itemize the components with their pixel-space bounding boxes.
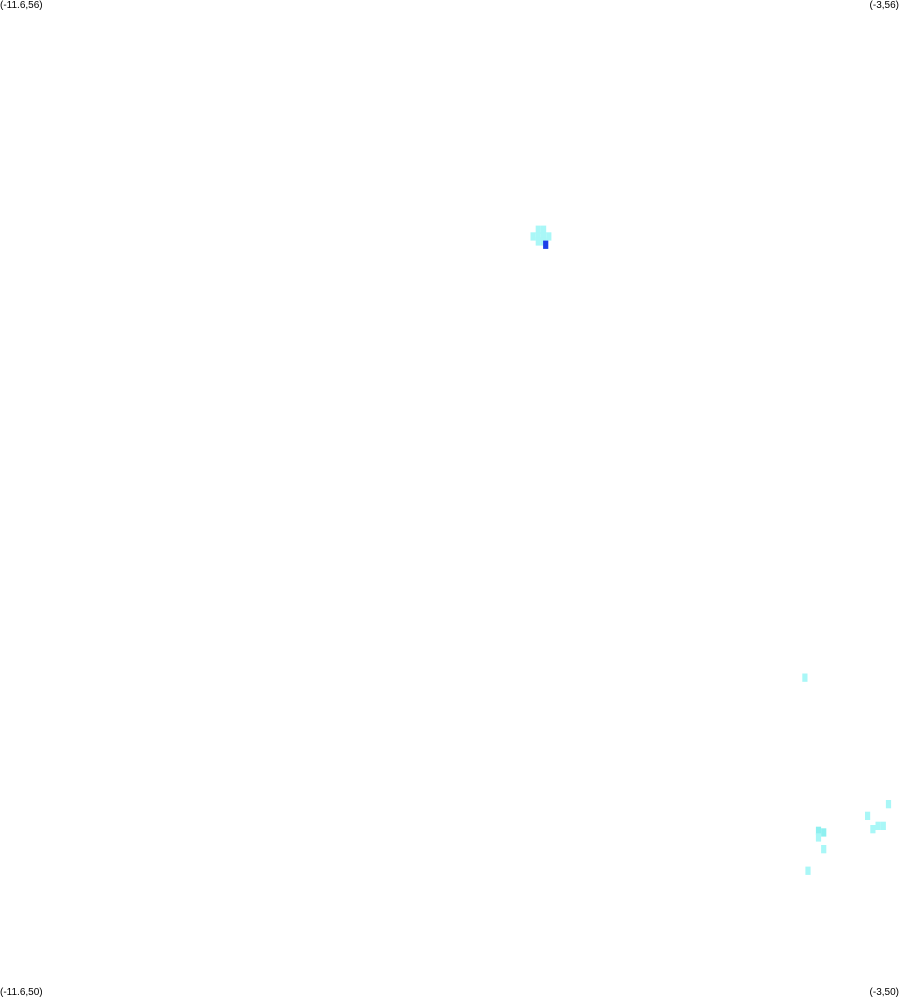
data-cell-light <box>815 833 822 842</box>
data-cell-light <box>546 232 552 241</box>
data-cell-cyan <box>815 826 822 835</box>
data-cell-light <box>530 232 536 241</box>
data-cell-light <box>870 825 876 834</box>
corner-label-top-right: (-3,56) <box>869 0 899 11</box>
corner-label-top-left: (-11.6,56) <box>0 0 43 11</box>
data-cell-light <box>802 673 808 682</box>
data-cell-light <box>535 237 541 246</box>
data-cell-dark <box>543 240 549 249</box>
data-cell-light <box>885 800 892 809</box>
data-cell-light <box>805 866 811 875</box>
corner-label-bottom-left: (-11.6,50) <box>0 987 43 998</box>
data-cell-light <box>535 232 541 241</box>
data-cell-light <box>880 821 886 830</box>
data-cells-layer <box>530 225 892 875</box>
data-cell-light <box>541 232 547 241</box>
corner-label-bottom-right: (-3,50) <box>869 987 899 998</box>
data-cell-light <box>535 225 541 234</box>
data-cell-light <box>541 225 547 234</box>
data-cell-cyan <box>821 828 827 837</box>
data-cell-light <box>865 811 871 820</box>
data-cell-light <box>875 821 881 830</box>
data-cell-light <box>821 845 827 854</box>
